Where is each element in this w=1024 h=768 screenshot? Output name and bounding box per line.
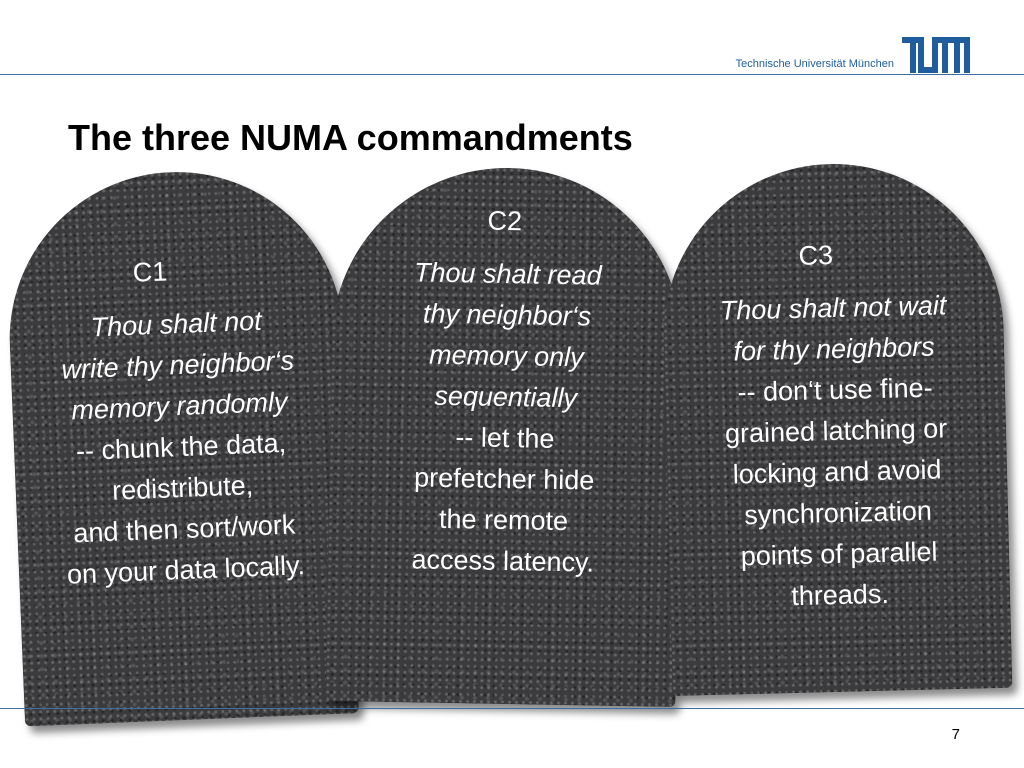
commandment-line-italic: sequentially bbox=[434, 380, 578, 414]
commandment-line: prefetcher hide bbox=[413, 462, 595, 496]
header-rule bbox=[0, 74, 1024, 75]
commandment-text: Thou shalt read thy neighbor‘s memory on… bbox=[327, 251, 683, 585]
commandment-tablet-c3: C3 Thou shalt not wait for thy neighbors… bbox=[659, 159, 1013, 697]
footer-rule bbox=[0, 708, 1024, 709]
tum-logo bbox=[902, 37, 970, 73]
slide-title: The three NUMA commandments bbox=[68, 117, 633, 158]
commandment-line: the remote bbox=[438, 503, 569, 537]
commandment-line-italic: thy neighbor‘s bbox=[422, 298, 592, 332]
commandment-text: Thou shalt not write thy neighbor‘s memo… bbox=[8, 297, 353, 597]
commandment-line: access latency. bbox=[411, 544, 595, 578]
commandment-line-italic: memory only bbox=[428, 339, 584, 373]
commandment-tablet-c2: C2 Thou shalt read thy neighbor‘s memory… bbox=[325, 164, 685, 708]
commandment-tablet-c1: C1 Thou shalt not write thy neighbor‘s m… bbox=[3, 165, 359, 727]
commandment-line-italic: Thou shalt read bbox=[413, 257, 602, 291]
commandment-line: threads. bbox=[790, 578, 890, 612]
commandment-line: -- let the bbox=[455, 422, 555, 454]
commandment-label: C2 bbox=[487, 205, 523, 237]
commandment-label: C3 bbox=[798, 240, 834, 271]
university-name: Technische Universität München bbox=[735, 58, 894, 70]
commandment-label: C1 bbox=[132, 256, 168, 288]
commandment-text: Thou shalt not wait for thy neighbors --… bbox=[663, 284, 1011, 620]
page-number: 7 bbox=[951, 726, 960, 743]
